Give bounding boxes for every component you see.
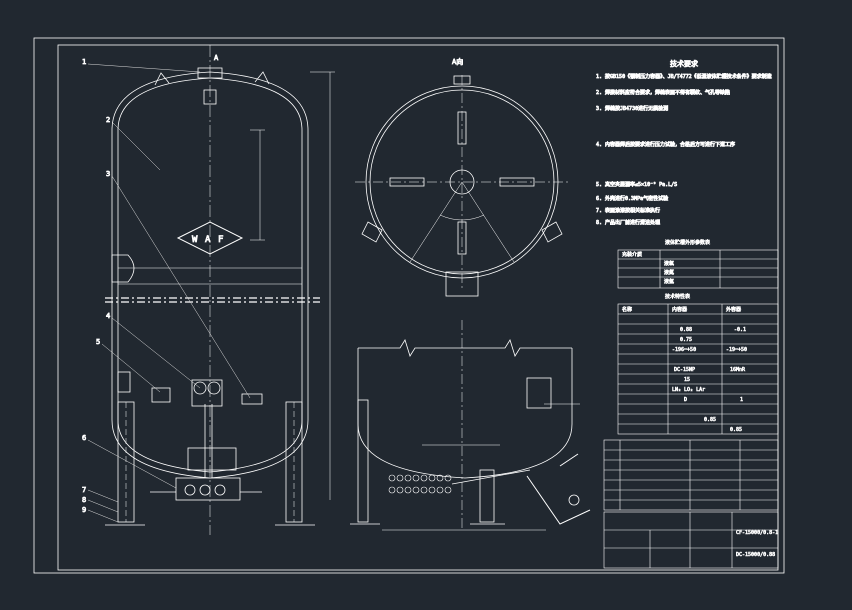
param-cell-4: -0.1 [734, 327, 746, 333]
param-cell-13: 1 [740, 397, 743, 403]
param-cell-8: DC-15NP [674, 367, 695, 373]
param-cell-9: 16MnR [730, 367, 746, 373]
small-table-cell-0: 充装介质 [622, 251, 642, 258]
tech-req-item-1: 1. 按GB150《钢制压力容器》、JB/T4772《低温液体贮槽技术条件》要求… [596, 73, 772, 80]
small-table: 液体贮槽外形参数表 充装介质 液氧 液氮 液氩 [617, 239, 779, 289]
tech-req-item-6: 6. 外壳进行0.3MPa气密性试验 [596, 195, 668, 202]
callout-2: 2 [106, 116, 110, 124]
callout-8: 8 [82, 496, 86, 504]
param-cell-15: 0.85 [730, 427, 742, 433]
callout-9: 9 [82, 506, 86, 514]
tech-requirements: 技术要求 1. 按GB150《钢制压力容器》、JB/T4772《低温液体贮槽技术… [596, 59, 772, 227]
logo-letter-w: W [192, 235, 198, 245]
param-cell-7: -19~+50 [726, 347, 747, 353]
top-view: A向 [355, 57, 570, 297]
outer-border [33, 37, 785, 574]
product-number: DC-15000/0.88 [736, 552, 775, 558]
small-table-cell-1: 液氧 [664, 260, 674, 267]
tech-req-item-3: 3. 焊缝按JB4730进行无损检测 [596, 105, 668, 112]
param-cell-3: 0.88 [680, 327, 692, 333]
top-view-label: A向 [452, 57, 463, 66]
param-cell-1: 内容器 [672, 306, 687, 313]
param-cell-12: D [684, 397, 687, 403]
tech-req-title: 技术要求 [670, 59, 698, 68]
logo-letter-a: A [205, 235, 211, 245]
drawing-number: CF-15000/0.8-1 [736, 530, 778, 536]
tech-req-item-2: 2. 焊接材料应符合要求，焊缝表面不得有裂纹、气孔等缺陷 [596, 89, 730, 96]
param-cell-0: 名称 [622, 306, 632, 313]
param-cell-14: 0.85 [704, 417, 716, 423]
param-cell-6: -196~+50 [672, 347, 696, 353]
section-label-a: A [214, 54, 219, 62]
small-table-cell-2: 液氮 [664, 269, 674, 276]
front-view: A W A F [82, 45, 335, 535]
param-cell-5: 0.75 [680, 337, 692, 343]
tech-req-item-8: 8. 产品出厂前进行清洁处理 [596, 219, 660, 226]
callout-6: 6 [82, 434, 86, 442]
param-cell-2: 外容器 [726, 306, 741, 313]
parts-list [603, 439, 779, 511]
param-table: 技术特性表 名称 内容器 外容器 0.88 -0.1 0.75 -196~+50… [617, 293, 779, 435]
logo-letter-f: F [218, 235, 223, 245]
callout-1: 1 [82, 58, 86, 66]
param-table-title: 技术特性表 [665, 293, 690, 300]
title-block: CF-15000/0.8-1 DC-15000/0.88 [603, 511, 778, 569]
callout-3: 3 [106, 170, 110, 178]
small-table-title: 液体贮槽外形参数表 [665, 239, 710, 246]
side-view [350, 320, 591, 531]
tech-req-item-5: 5. 真空夹层漏率≤5×10⁻⁹ Pa.L/S [596, 181, 677, 188]
callout-4: 4 [106, 312, 110, 320]
param-cell-11: LN₂ LO₂ LAr [672, 387, 705, 393]
small-table-cell-3: 液氩 [664, 278, 674, 285]
callout-7: 7 [82, 486, 86, 494]
inner-border [57, 44, 779, 571]
tech-req-item-7: 7. 表面涂漆按相关标准执行 [596, 207, 660, 214]
tech-req-item-4: 4. 内容器焊后按要求进行压力试验，合格后方可进行下道工序 [596, 141, 735, 148]
param-cell-10: 15 [684, 377, 690, 383]
callout-5: 5 [96, 338, 100, 346]
